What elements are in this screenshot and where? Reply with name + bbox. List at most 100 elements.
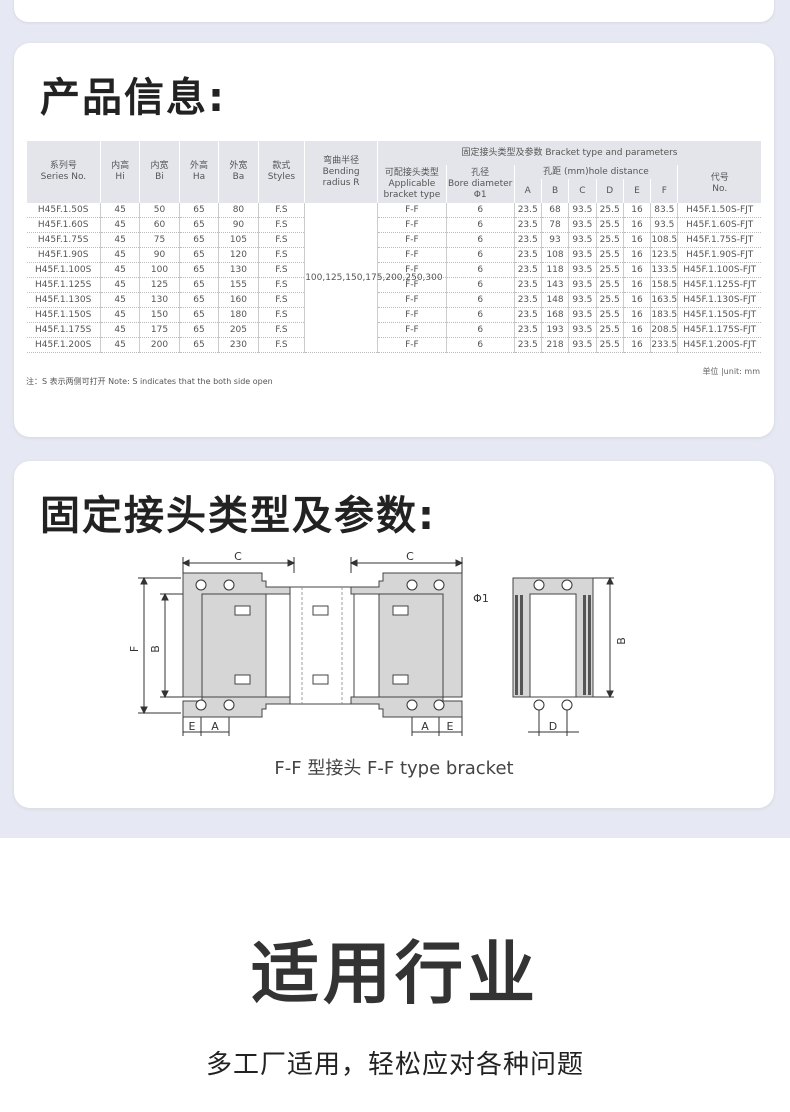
table-cell: F.S <box>257 262 305 279</box>
dim-e-left: E <box>189 720 196 733</box>
col-a: A <box>513 179 542 203</box>
table-cell: 16 <box>622 307 651 324</box>
table-cell: 65 <box>178 262 219 279</box>
table-cell: 6 <box>445 322 515 339</box>
col-code-en: No. <box>712 184 728 194</box>
table-cell: 175 <box>139 322 180 339</box>
table-cell: 16 <box>622 247 651 264</box>
table-cell: 45 <box>99 307 140 324</box>
bending-radius-cell: 100,125,150,175,200,250,300 <box>304 203 443 354</box>
table-cell: 6 <box>445 277 515 294</box>
table-cell: F-F <box>377 277 447 294</box>
table-cell: 6 <box>445 217 515 234</box>
table-cell: H45F.1.175S <box>26 322 101 339</box>
table-cell: 65 <box>178 247 219 264</box>
table-cell: 6 <box>445 247 515 264</box>
col-ba-cn: 外宽 <box>229 161 248 171</box>
bracket-params-card: 固定接头类型及参数: <box>14 461 774 808</box>
table-cell: H45F.1.200S-FJT <box>677 337 761 354</box>
table-cell: 25.5 <box>595 247 624 264</box>
dim-phi: Φ1 <box>473 592 489 605</box>
table-cell: 45 <box>99 337 140 354</box>
product-info-title: 产品信息: <box>40 75 226 121</box>
table-cell: 25.5 <box>595 203 624 219</box>
table-cell: F-F <box>377 247 447 264</box>
table-cell: 16 <box>622 277 651 294</box>
dim-a-right: A <box>421 720 429 733</box>
table-cell: 75 <box>139 232 180 249</box>
table-cell: 150 <box>139 307 180 324</box>
table-cell: F-F <box>377 337 447 354</box>
table-cell: 183.5 <box>650 307 678 324</box>
table-cell: 45 <box>99 277 140 294</box>
table-cell: H45F.1.60S <box>26 217 101 234</box>
table-cell: 83.5 <box>650 203 678 219</box>
col-radius-en1: Bending <box>322 166 360 177</box>
table-cell: F-F <box>377 262 447 279</box>
table-cell: 23.5 <box>513 262 542 279</box>
table-cell: H45F.1.60S-FJT <box>677 217 761 234</box>
table-cell: 25.5 <box>595 217 624 234</box>
col-series-cn: 系列号 <box>49 161 77 171</box>
col-ba-en: Ba <box>232 172 245 182</box>
table-cell: 23.5 <box>513 292 542 309</box>
table-cell: 45 <box>99 322 140 339</box>
table-cell: 16 <box>622 337 651 354</box>
table-cell: 93.5 <box>650 217 678 234</box>
table-cell: F-F <box>377 322 447 339</box>
table-cell: 160 <box>218 292 259 309</box>
table-cell: 93.5 <box>568 292 596 309</box>
table-cell: 78 <box>540 217 569 234</box>
table-cell: 130 <box>139 292 180 309</box>
col-f: F <box>650 179 678 203</box>
table-cell: 6 <box>445 337 515 354</box>
table-cell: 65 <box>178 217 219 234</box>
table-cell: F.S <box>257 322 305 339</box>
table-cell: 93.5 <box>568 262 596 279</box>
table-cell: 60 <box>139 217 180 234</box>
table-cell: F-F <box>377 232 447 249</box>
table-cell: 23.5 <box>513 232 542 249</box>
col-bracket-en1: Applicable <box>388 178 436 189</box>
table-cell: F-F <box>377 217 447 234</box>
table-cell: 68 <box>540 203 569 219</box>
table-cell: 16 <box>622 292 651 309</box>
table-cell: 193 <box>540 322 569 339</box>
table-cell: 118 <box>540 262 569 279</box>
table-cell: H45F.1.50S-FJT <box>677 203 761 219</box>
table-cell: F.S <box>257 292 305 309</box>
table-cell: H45F.1.50S <box>26 203 101 219</box>
table-cell: 65 <box>178 322 219 339</box>
table-cell: 23.5 <box>513 307 542 324</box>
industry-subtitle: 多工厂适用，轻松应对各种问题 <box>205 1050 584 1080</box>
col-bracket-en2: bracket type <box>383 189 441 200</box>
table-cell: H45F.1.150S-FJT <box>677 307 761 324</box>
table-cell: 93.5 <box>568 232 596 249</box>
dim-c-right: C <box>406 550 414 563</box>
table-cell: 45 <box>99 217 140 234</box>
col-radius-cn: 弯曲半径 <box>323 155 360 166</box>
col-bracket-cn: 可配接头类型 <box>384 167 439 178</box>
table-cell: 205 <box>218 322 259 339</box>
table-cell: 50 <box>139 203 180 219</box>
industry-section: 适用行业 多工厂适用，轻松应对各种问题 <box>0 838 790 1112</box>
col-b: B <box>540 179 569 203</box>
table-cell: 200 <box>139 337 180 354</box>
table-cell: 120 <box>218 247 259 264</box>
table-cell: 93.5 <box>568 337 596 354</box>
table-cell: H45F.1.75S <box>26 232 101 249</box>
table-cell: F-F <box>377 292 447 309</box>
table-cell: 23.5 <box>513 322 542 339</box>
col-bi-en: Bi <box>155 172 164 182</box>
